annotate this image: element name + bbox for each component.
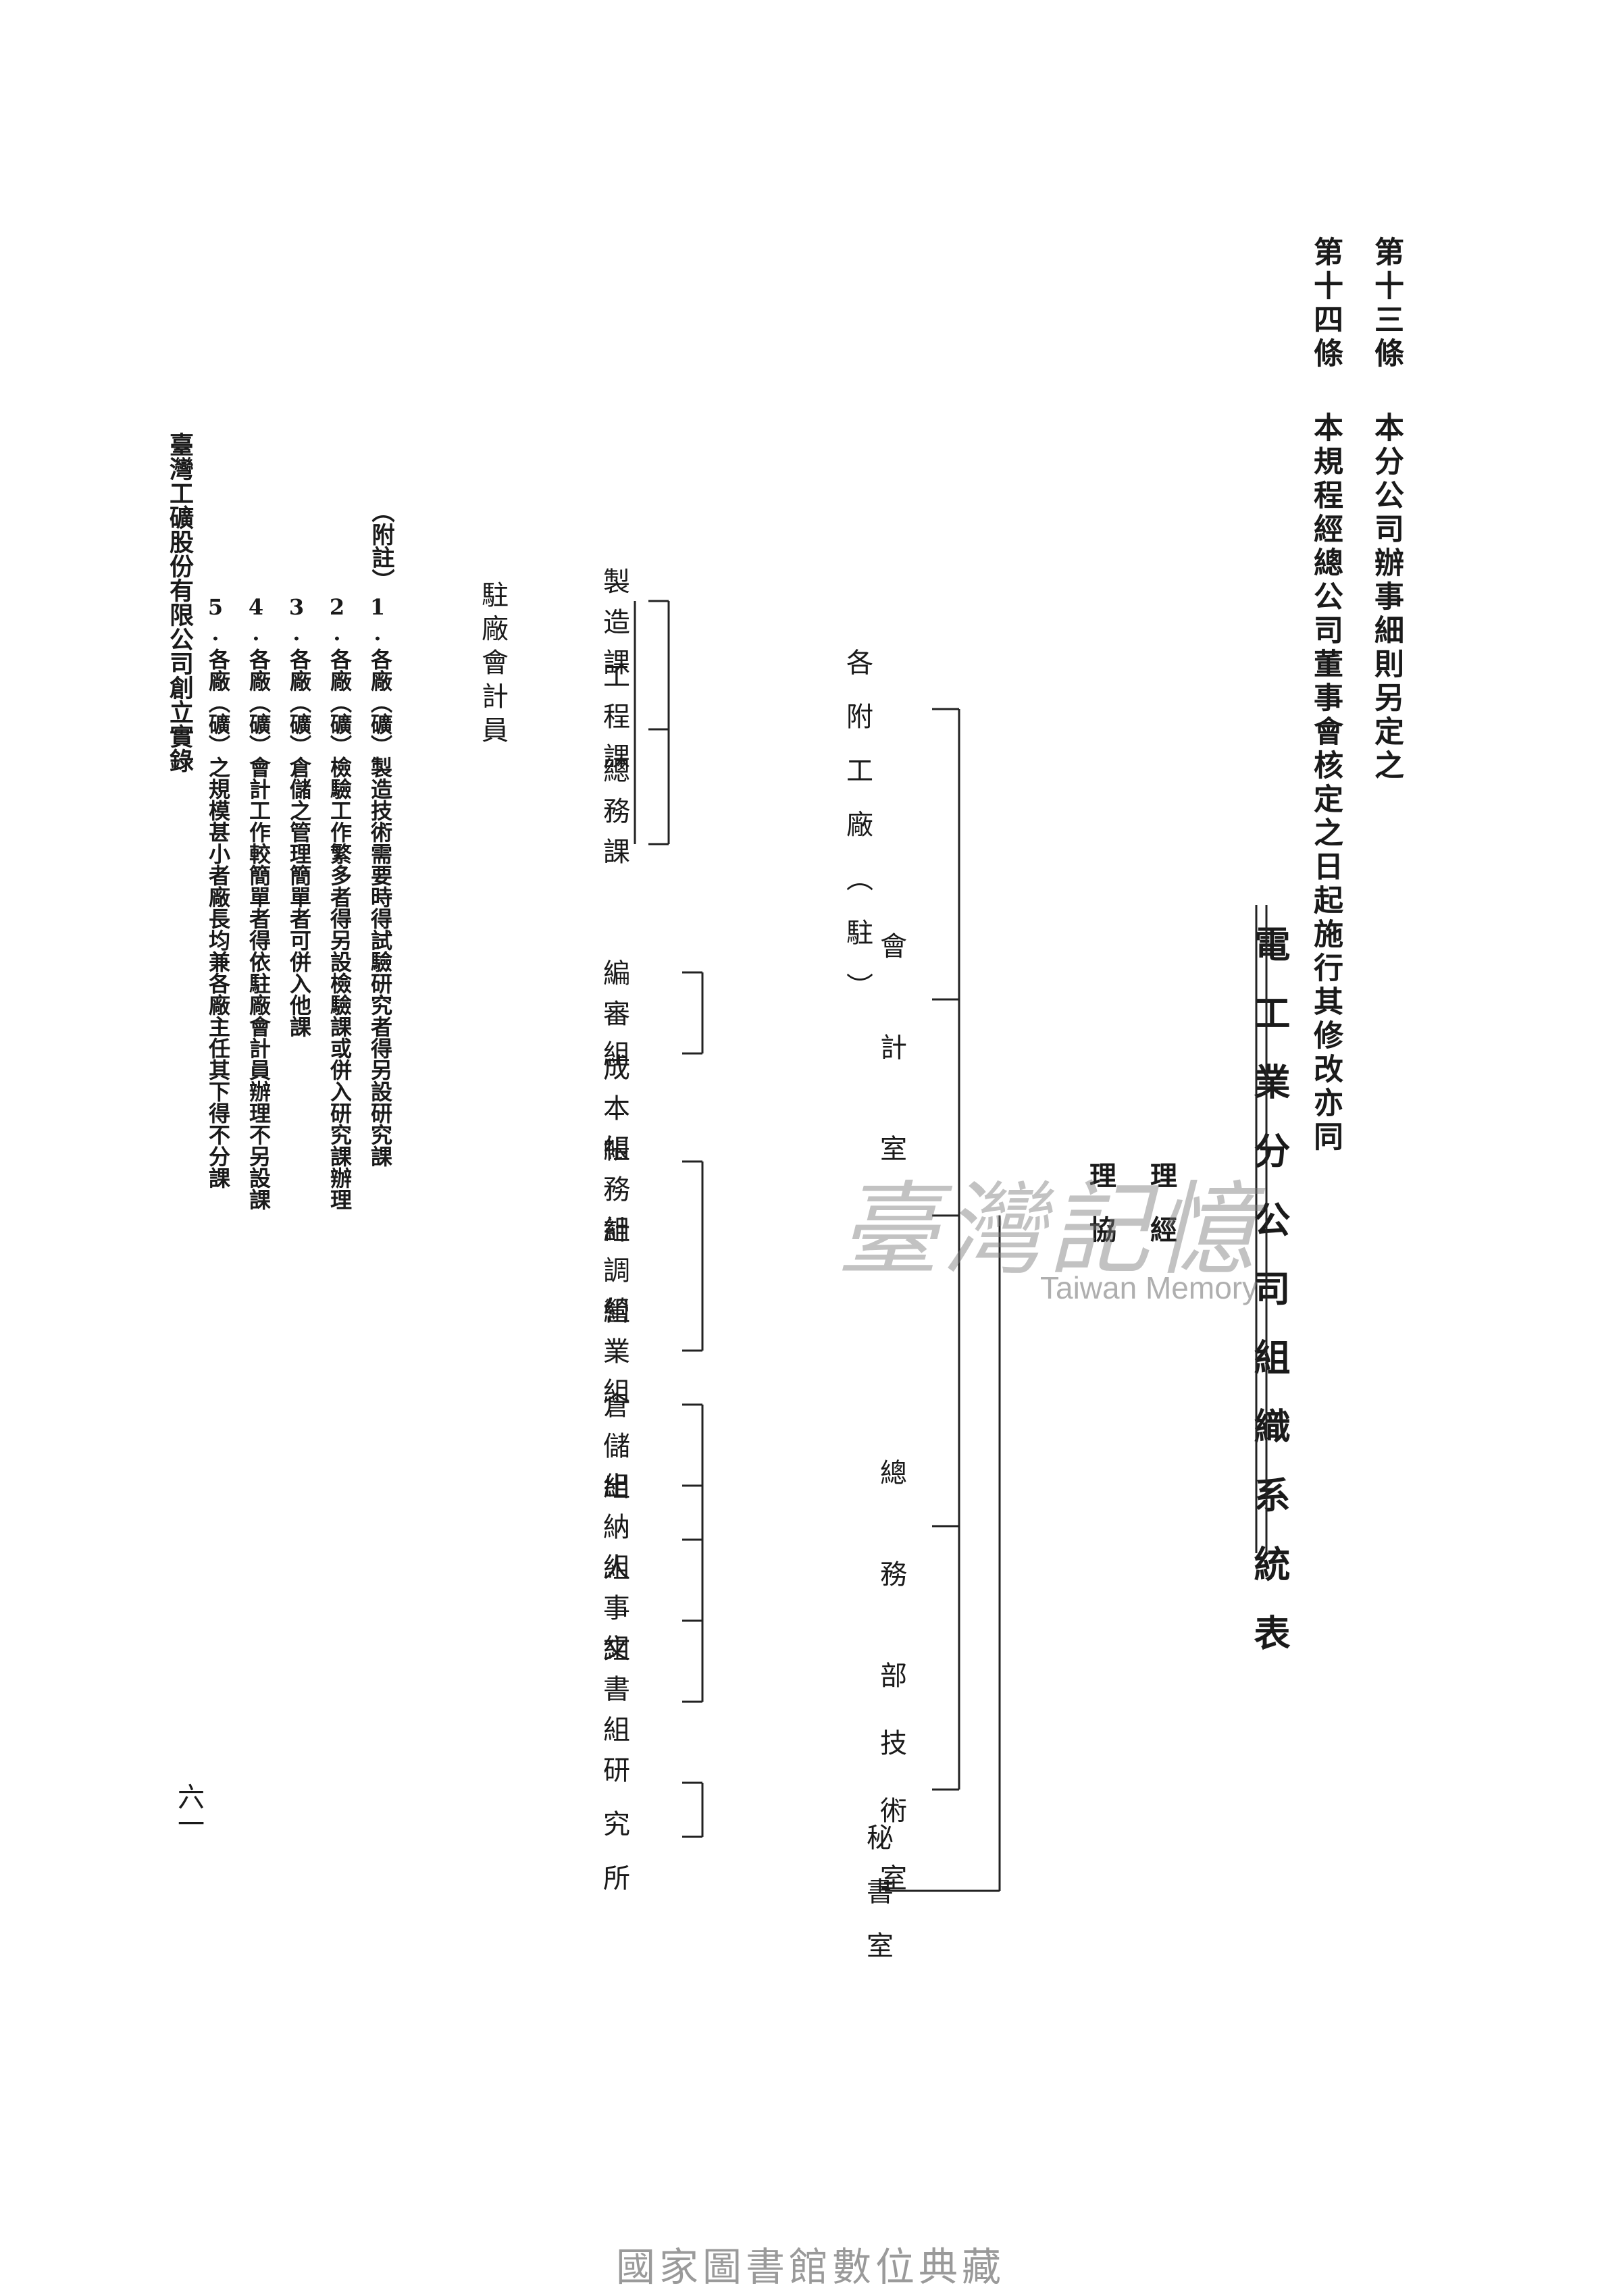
- note-2-number: 2.: [324, 594, 350, 646]
- article-14-text: 本規程經總公司董事會核定之日起施行其修改亦同: [1308, 412, 1343, 1155]
- footer-archive-mark: 國家圖書館數位典藏: [615, 2244, 1005, 2290]
- note-4-text: 各廠（礦）會計工作較簡單者得依駐廠會計員辦理不另設課: [246, 648, 272, 1210]
- chart-title: 電工業分公司組織系統表: [1247, 925, 1291, 1683]
- unit-cashier: 出納組: [598, 1472, 629, 1594]
- unit-general: 總務課: [598, 756, 629, 878]
- unit-manufacture: 製造課: [598, 567, 629, 689]
- unit-research: 研究所: [598, 1756, 629, 1918]
- general-affairs-dept: 總務部: [875, 1459, 906, 1763]
- note-5-number: 5.: [203, 594, 228, 646]
- note-2-text: 各廠（礦）檢驗工作繁多者得另設檢驗課或併入研究課辦理: [327, 648, 353, 1210]
- article-13-label: 第十三條: [1369, 236, 1404, 371]
- unit-personnel: 人事組: [598, 1553, 629, 1675]
- note-3-text: 各廠（礦）倉儲之管理簡單者可併入他課: [286, 648, 312, 1037]
- article-14-label: 第十四條: [1308, 236, 1343, 371]
- note-1-text: 各廠（礦）製造技術需要時得試驗研究者得另設研究課: [367, 648, 393, 1167]
- unit-budget: 編審組: [598, 959, 629, 1080]
- manager-box: 理經: [1146, 1162, 1177, 1270]
- unit-accounting: 計調組: [598, 1216, 629, 1337]
- notes-label: （附註）: [367, 500, 394, 592]
- note-3-number: 3.: [284, 594, 309, 646]
- source-title: 臺灣工礦股份有限公司創立實錄: [165, 432, 194, 773]
- secretary-office: 秘書室: [862, 1823, 893, 1985]
- note-4-number: 4.: [243, 594, 269, 646]
- page-number: 六一: [173, 1783, 204, 1837]
- unit-engineering: 工程課: [598, 662, 629, 783]
- unit-business: 營業組: [598, 1297, 629, 1418]
- unit-resident: 駐廠會計員: [477, 581, 508, 750]
- unit-cost: 成本組: [598, 1053, 629, 1175]
- note-1-number: 1.: [365, 594, 390, 646]
- factories-dept: 各附工廠（駐）: [842, 648, 873, 1026]
- unit-account: 帳務組: [598, 1134, 629, 1256]
- unit-warehouse: 倉儲組: [598, 1391, 629, 1513]
- note-5-text: 各廠（礦）之規模甚小者廠長均兼各廠主任其下得不分課: [205, 648, 231, 1189]
- accounting-office: 會計室: [875, 932, 906, 1236]
- unit-document: 文書組: [598, 1634, 629, 1756]
- assistant-manager-box: 理協: [1085, 1162, 1116, 1270]
- technical-office: 技術室: [875, 1729, 906, 1931]
- article-13-text: 本分公司辦事細則另定之: [1369, 412, 1404, 783]
